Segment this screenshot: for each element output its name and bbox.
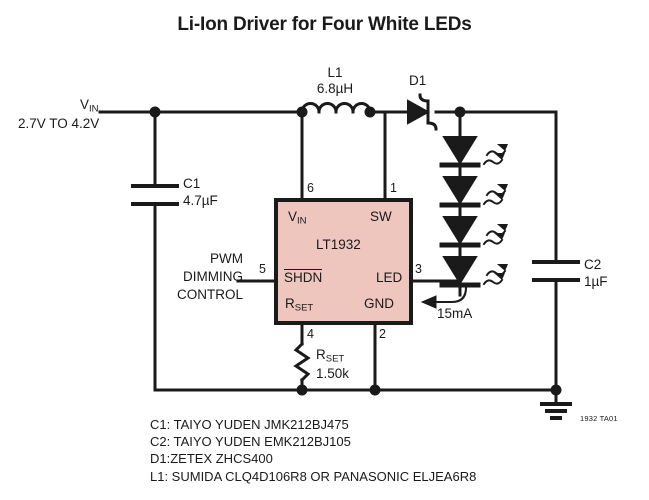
ic-pin-label-sw: SW <box>370 209 392 224</box>
pin-number-5: 5 <box>259 262 266 276</box>
pwm-label-line2: DIMMING <box>183 269 243 284</box>
wire-ledbottom-to-pin3 <box>450 279 462 297</box>
ic-body <box>274 198 413 325</box>
note-l1: L1: SUMIDA CLQ4D106R8 OR PANASONIC ELJEA… <box>150 468 477 484</box>
pin-number-2: 2 <box>379 327 386 341</box>
capacitor-c1-symbol <box>131 184 179 206</box>
pwm-label-line3: CONTROL <box>176 287 243 302</box>
c1-value-label: 4.7µF <box>183 193 218 208</box>
ic-pin-label-vin: VIN <box>288 209 307 227</box>
d1-ref-label: D1 <box>409 73 427 88</box>
inductor-l1-symbol <box>300 102 372 114</box>
led-current-label: 15mA <box>437 306 473 321</box>
capacitor-c2-symbol <box>532 260 580 282</box>
junction-gnd-rail <box>369 384 381 396</box>
note-c2: C2: TAIYO YUDEN EMK212BJ105 <box>150 434 351 450</box>
junction-inductor-left <box>296 106 308 118</box>
pin-number-6: 6 <box>307 181 314 195</box>
current-arrow-15ma <box>420 286 468 309</box>
l1-value-label: 6.8µH <box>316 81 354 96</box>
pwm-label-line1: PWM <box>210 251 243 266</box>
led-emission-arrows <box>482 144 508 286</box>
note-c1: C1: TAIYO YUDEN JMK212BJ475 <box>150 417 349 432</box>
diode-d1-symbol <box>407 93 438 131</box>
ic-pin-label-led: LED <box>376 270 403 285</box>
drawing-id-label: 1932 TA01 <box>580 414 618 423</box>
ic-pin-label-shdn: SHDN <box>284 269 323 285</box>
ic-pin-label-gnd: GND <box>364 296 394 311</box>
ic-part-number: LT1932 <box>316 237 361 252</box>
component-notes-list: C1: TAIYO YUDEN JMK212BJ475 C2: TAIYO YU… <box>150 416 476 485</box>
junction-inductor-right <box>364 106 376 118</box>
led-string <box>439 110 481 297</box>
junction-vin <box>149 106 161 118</box>
c1-ref-label: C1 <box>183 176 201 191</box>
rset-ref-label: RSET <box>316 347 345 365</box>
junction-rset-rail <box>296 384 308 396</box>
page-title: Li-Ion Driver for Four White LEDs <box>177 14 472 35</box>
c2-ref-label: C2 <box>584 257 602 272</box>
junction-right-rail <box>550 384 562 396</box>
resistor-rset-symbol <box>293 341 311 383</box>
led-3-triangle <box>442 216 478 245</box>
supply-node-label: VIN <box>80 97 99 115</box>
led-4-triangle <box>442 256 478 285</box>
pin-number-3: 3 <box>415 262 422 276</box>
junction-ledtop <box>454 106 466 118</box>
rset-value-label: 1.50k <box>316 366 350 381</box>
pin-number-1: 1 <box>390 181 397 195</box>
l1-ref-label: L1 <box>327 65 343 80</box>
led-2-triangle <box>442 176 478 205</box>
c2-value-label: 1µF <box>584 274 608 289</box>
junction-dots <box>149 106 562 396</box>
ground-symbol <box>540 402 572 420</box>
pin-number-4: 4 <box>307 327 314 341</box>
supply-range-label: 2.7V TO 4.2V <box>18 116 100 131</box>
note-d1: D1:ZETEX ZHCS400 <box>150 451 273 467</box>
ic-pin-label-rset: RSET <box>285 296 314 314</box>
led-1-triangle <box>442 136 478 165</box>
